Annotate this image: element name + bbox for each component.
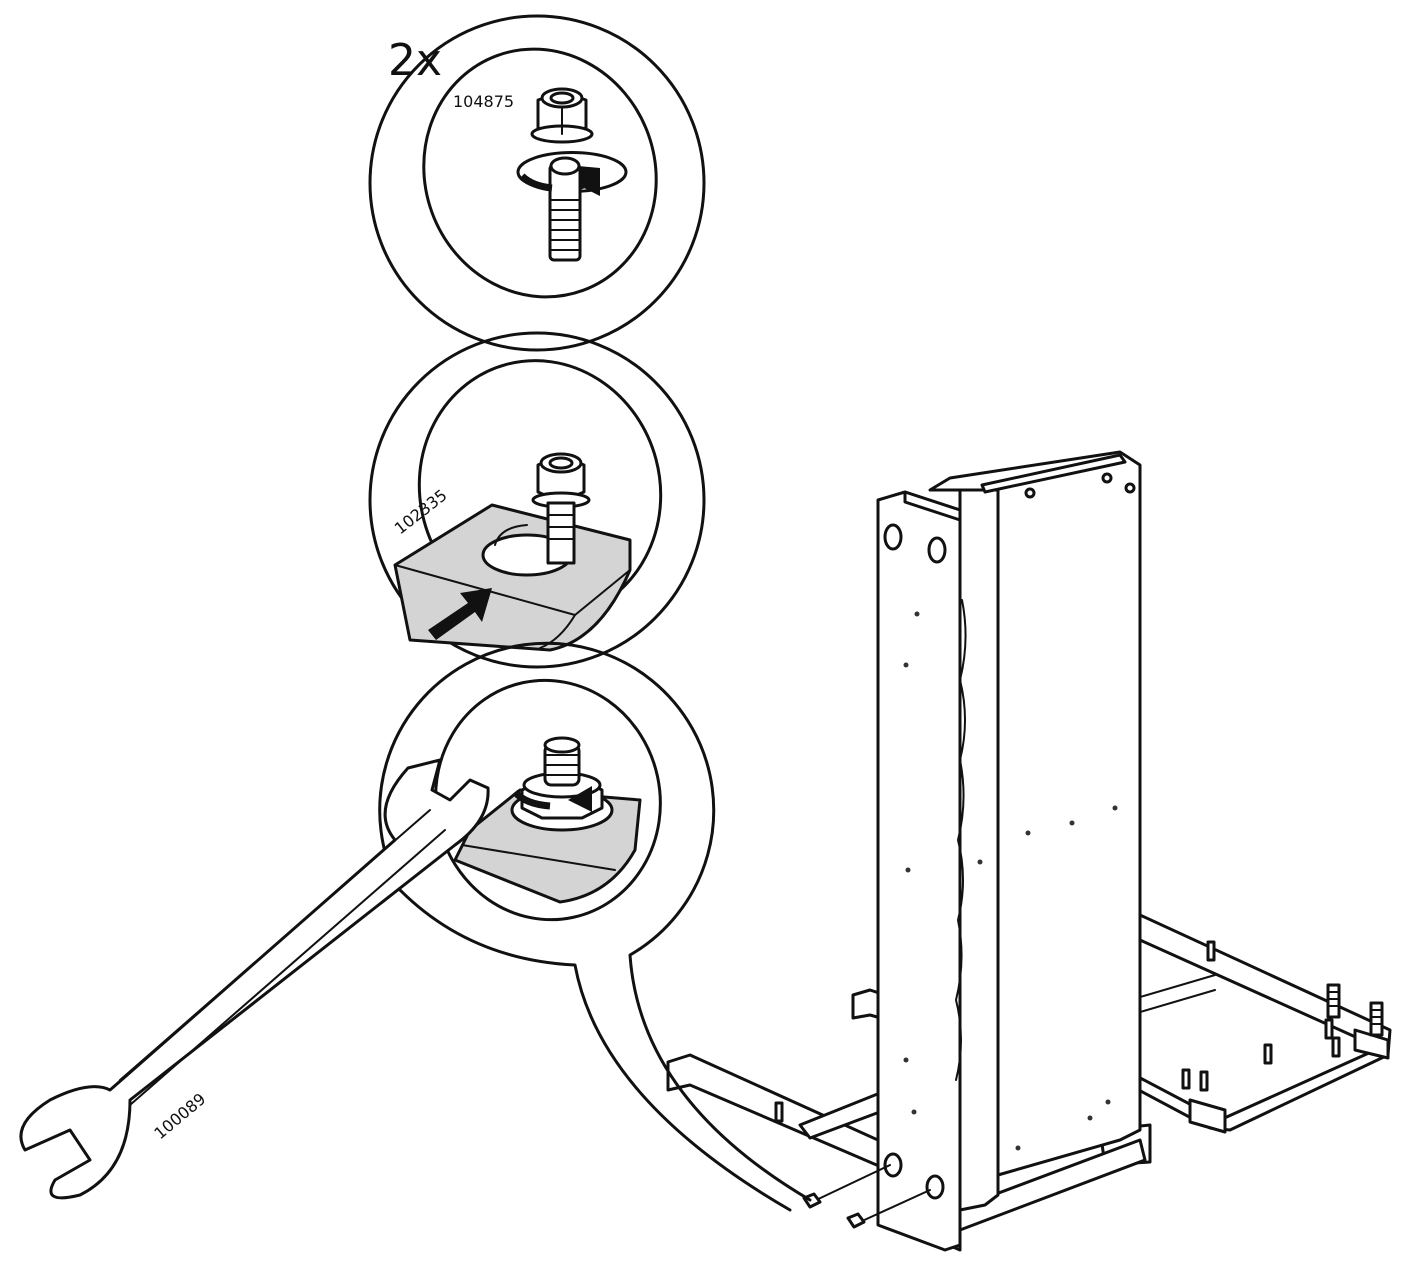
detail-circle-tighten bbox=[378, 641, 812, 1212]
back-panel bbox=[928, 450, 1142, 1177]
nut-placement-leaders bbox=[802, 1164, 931, 1229]
insert-arrow-icon bbox=[428, 588, 492, 640]
rotate-arrow-icon bbox=[512, 786, 592, 812]
detail-circle-nut: 104875 2x bbox=[368, 14, 706, 352]
flange-bolt-icon bbox=[531, 452, 591, 565]
quantity-label: 2x bbox=[388, 35, 442, 86]
rear-base-frame bbox=[1118, 913, 1392, 1134]
side-panel-front bbox=[876, 490, 962, 1252]
bracket-plate-icon bbox=[393, 503, 632, 652]
part-number-wrench: 100089 bbox=[150, 1089, 209, 1143]
detail-circle-bracket: 102335 bbox=[368, 331, 706, 669]
flange-nut-icon bbox=[530, 87, 594, 144]
tightened-nut-icon bbox=[510, 736, 614, 832]
divider-panel bbox=[955, 480, 1000, 1212]
bolt-icon bbox=[516, 151, 628, 262]
threaded-leg-bolt-icon bbox=[1326, 983, 1384, 1037]
furniture-frame bbox=[666, 450, 1392, 1252]
rotate-clockwise-arrow-icon bbox=[519, 166, 600, 196]
dowel-icon bbox=[1181, 940, 1341, 1092]
open-end-wrench-icon: 100089 bbox=[19, 758, 490, 1200]
part-number-nut: 104875 bbox=[453, 92, 514, 111]
